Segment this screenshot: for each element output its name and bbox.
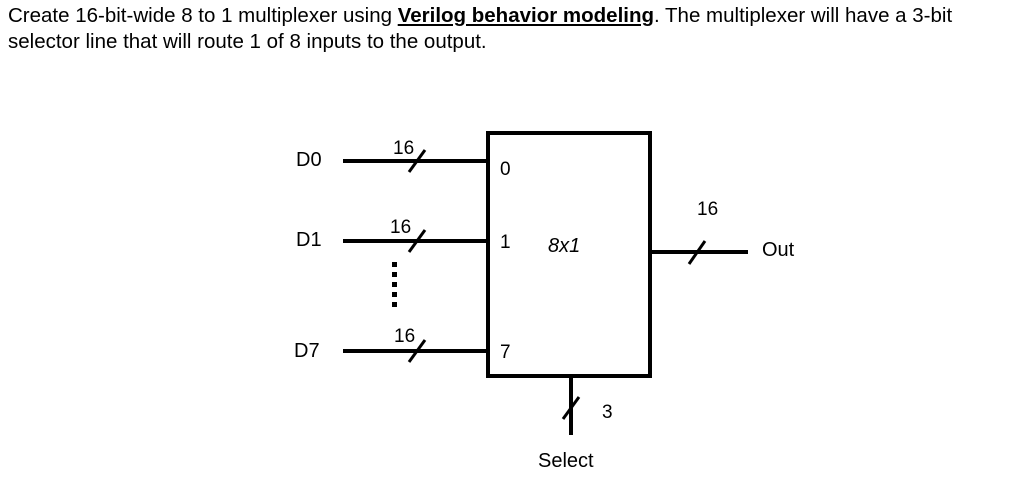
bus-slash-d0 — [407, 149, 427, 173]
ellipsis-dots — [392, 262, 397, 307]
input-label-d1: D1 — [296, 229, 322, 251]
input-label-d0: D0 — [296, 149, 322, 171]
bus-width-select: 3 — [602, 402, 613, 423]
problem-text-part1: Create 16-bit-wide 8 to 1 multiplexer us… — [8, 4, 398, 27]
ellipsis-dot — [392, 262, 397, 267]
bus-slash-d7 — [407, 339, 427, 363]
problem-text-emphasis: Verilog behavior modeling — [397, 4, 655, 27]
ellipsis-dot — [392, 272, 397, 277]
bus-width-d0: 16 — [393, 138, 414, 159]
ellipsis-dot — [392, 292, 397, 297]
problem-statement: Create 16-bit-wide 8 to 1 multiplexer us… — [8, 3, 1018, 55]
bus-slash-d1 — [407, 229, 427, 253]
ellipsis-dot — [392, 302, 397, 307]
port-label-7: 7 — [500, 342, 511, 363]
port-label-0: 0 — [500, 159, 511, 180]
select-label: Select — [538, 450, 594, 472]
bus-width-d7: 16 — [394, 326, 415, 347]
input-label-d7: D7 — [294, 340, 320, 362]
bus-width-out: 16 — [697, 199, 718, 220]
port-label-1: 1 — [500, 232, 511, 253]
bus-width-d1: 16 — [390, 217, 411, 238]
bus-slash-out — [687, 240, 707, 265]
mux-block-label: 8x1 — [548, 235, 580, 257]
bus-slash-select — [561, 396, 581, 420]
output-label: Out — [762, 239, 795, 261]
ellipsis-dot — [392, 282, 397, 287]
problem-text-part2: . The multiplexer will have a 3-bit sele… — [8, 4, 953, 53]
